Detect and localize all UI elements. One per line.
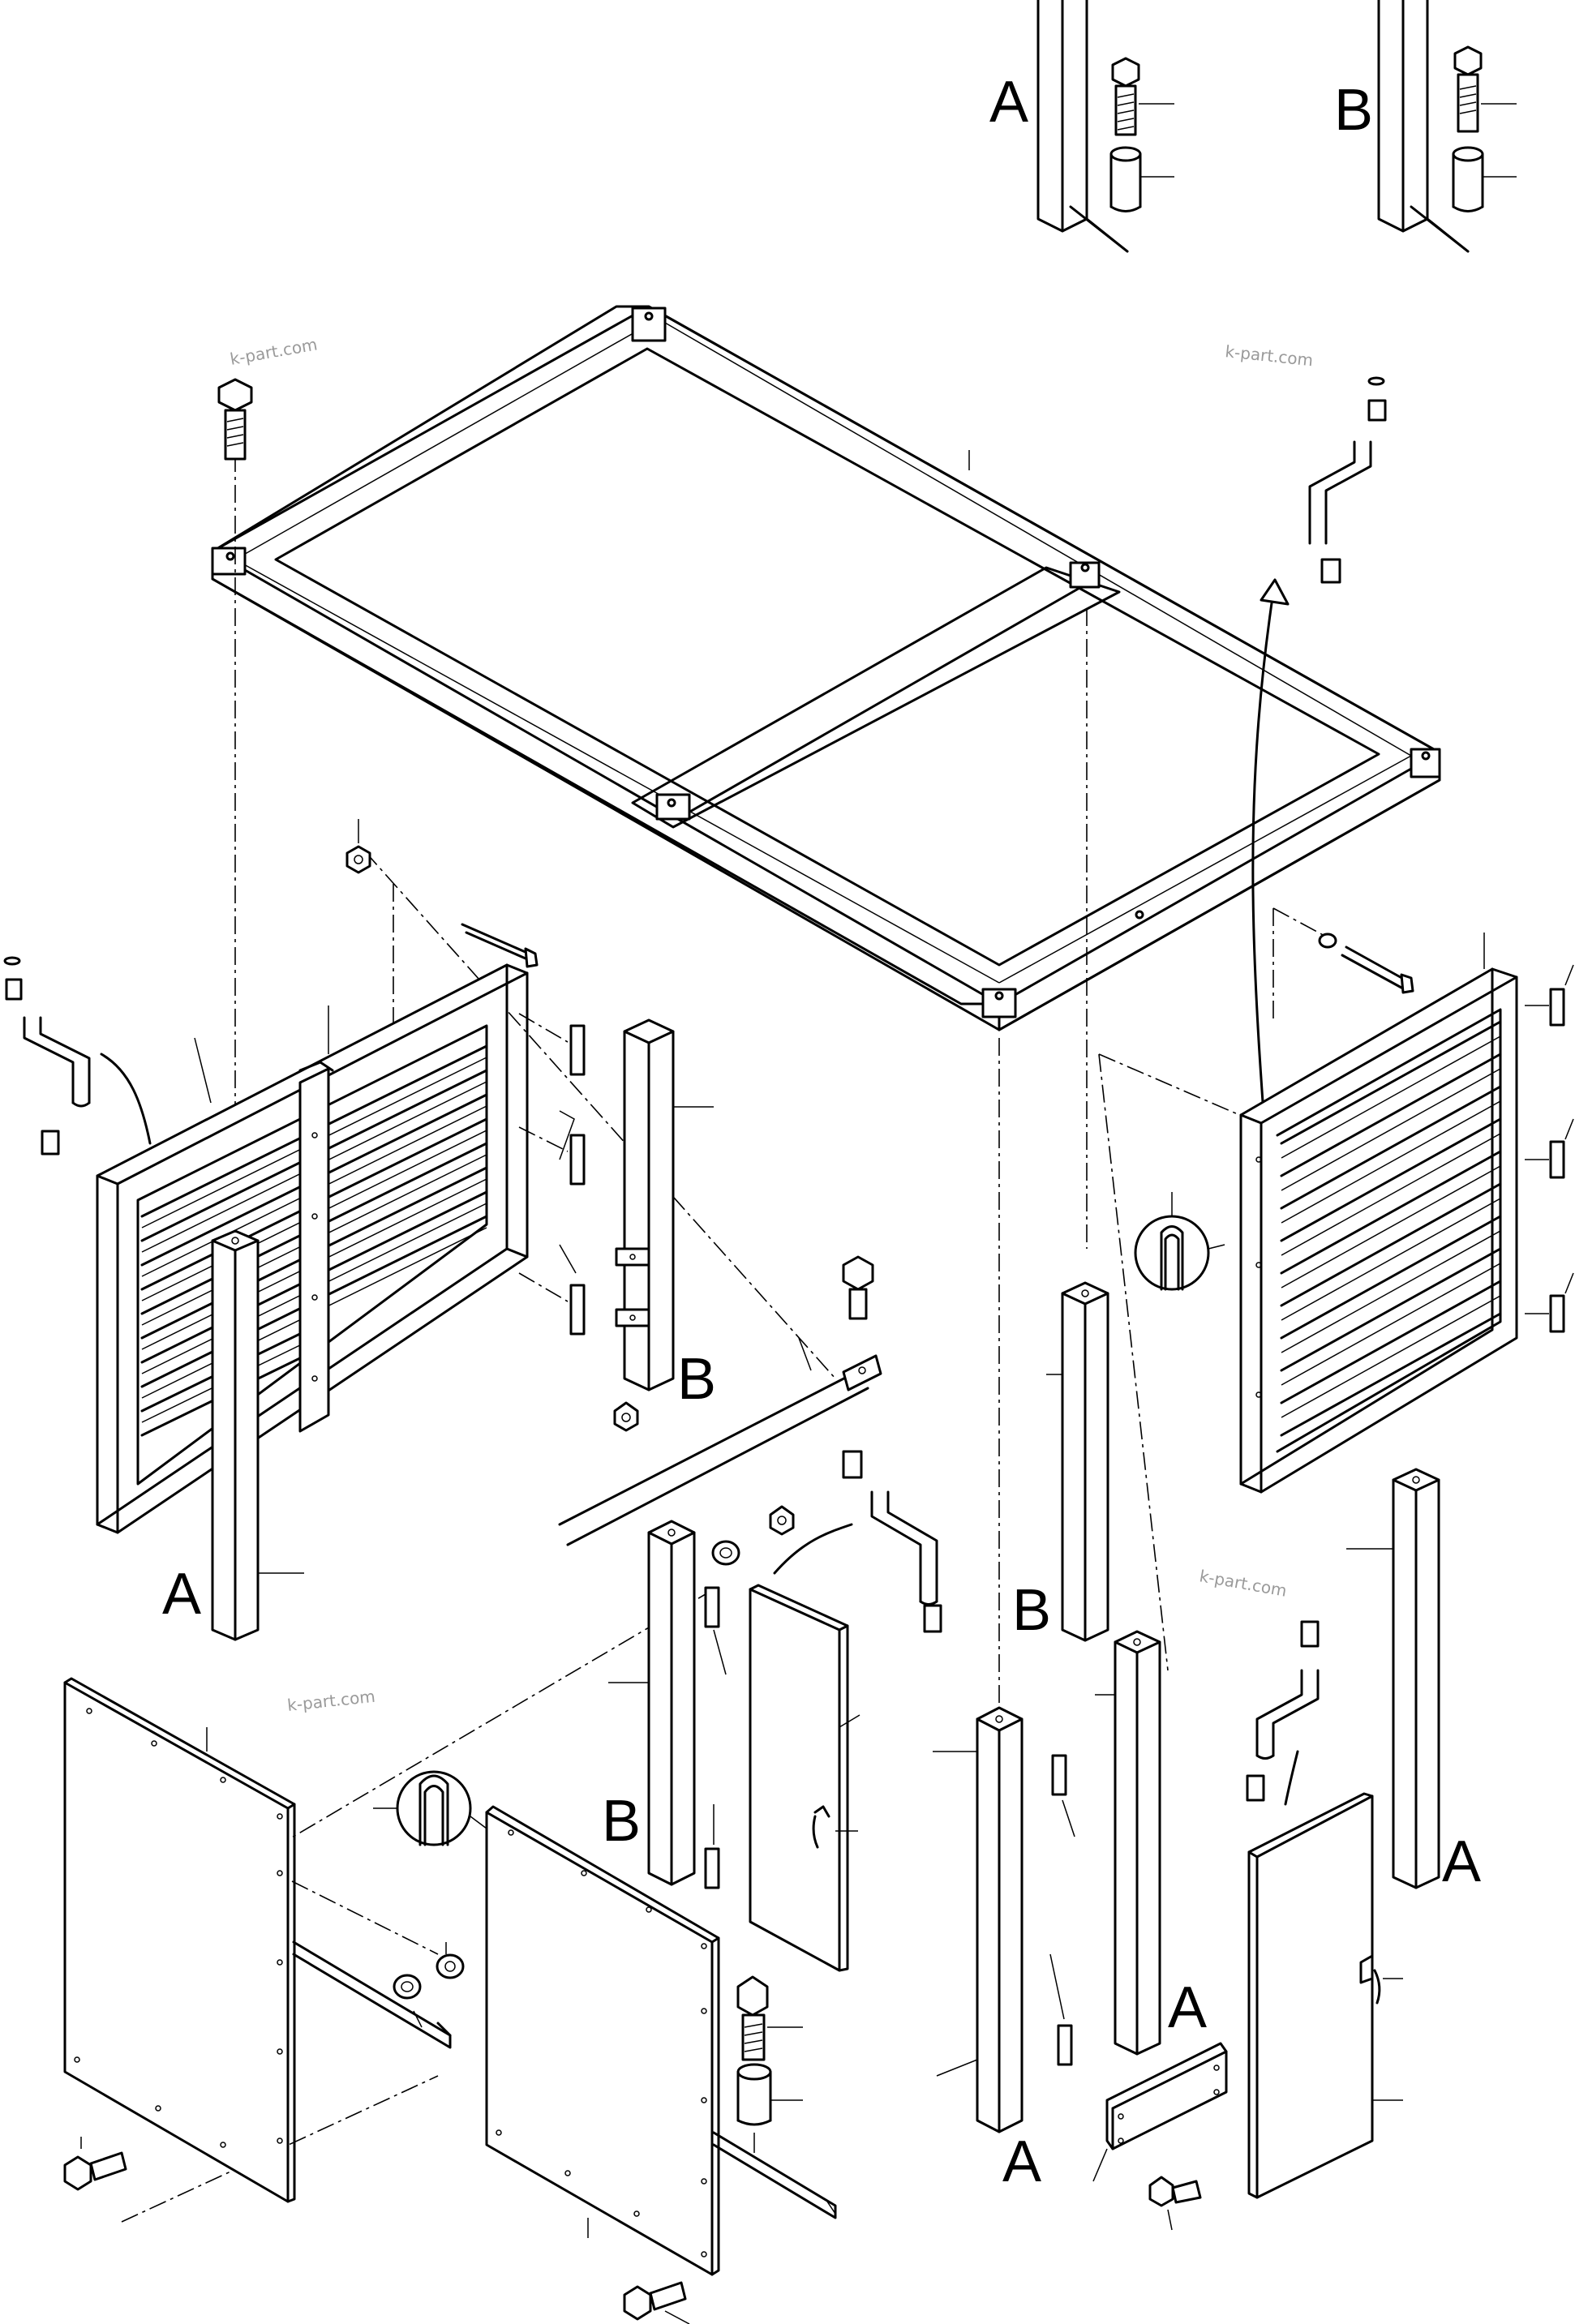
bolt-top-left [217,378,253,461]
seal-detail-right [1134,1192,1225,1291]
bottom-plate [1092,2042,1228,2231]
louver-panel-right [1239,933,1574,1494]
hinge-pins-front [1049,1754,1075,2066]
watermark: k-part.com [229,334,319,369]
alignment-line [1098,1053,1169,1671]
bolt-spacer-center [736,1975,803,2153]
hinge-pins-center-left [518,1013,586,1336]
post-center-a: A [1095,1630,1207,2056]
post-center-b-label: B [602,1789,641,1854]
watermark: k-part.com [1198,1566,1288,1601]
hinge-pin-set-right-lower [1246,1620,1320,1806]
nut-center [613,1401,639,1432]
long-bolt-left [461,923,539,968]
post-front-b-label: B [1012,1578,1051,1643]
post-front-a: A [933,1706,1041,2194]
post-left-b: B [615,1018,716,1412]
alignment-line [364,851,836,1379]
post-left-a: A [162,1229,304,1641]
post-left-a-label: A [162,1562,201,1627]
alignment-line [291,1880,439,1955]
post-center-b: B [602,1520,696,1886]
louver-panel-left [96,963,529,1534]
seal-detail-left [373,1770,487,1846]
post-right-a-label: A [1442,1829,1481,1894]
post-center-a-label: A [1168,1975,1207,2040]
hinge-pin-set-left [3,956,152,1156]
post-front-a-label: A [1002,2129,1041,2194]
side-panel-center [485,1805,720,2276]
door-panel-center [749,1523,860,1972]
brace-bar-center [712,2131,837,2219]
hinge-pins-mid [704,1586,727,1889]
nut-left [345,819,371,874]
washer-nut-mid [711,1505,795,1566]
post-right-a: A [1346,1468,1481,1894]
brace-bar-left [292,1940,465,2049]
detail-a: A [989,0,1174,253]
post-left-b-label: B [677,1347,716,1412]
bolt-bottom-left [63,2137,127,2191]
side-panel-left: k-part.com [63,1677,376,2203]
top-frame [211,305,1441,1031]
watermark: k-part.com [286,1687,376,1715]
detail-b-label: B [1334,78,1373,143]
detail-a-label: A [989,70,1028,135]
long-bolt-right [1272,907,1414,994]
detail-b: B [1334,0,1517,253]
watermark: k-part.com [1224,341,1314,370]
door-panel-right [1247,1792,1403,2199]
alignment-line [1098,1053,1250,1120]
alignment-line [121,2075,439,2223]
tie-rod [558,1255,882,1546]
hinge-pin-set-mid [842,1450,942,1633]
post-front-b: B [1012,1281,1109,1643]
bolt-bottom-center [623,2281,690,2324]
